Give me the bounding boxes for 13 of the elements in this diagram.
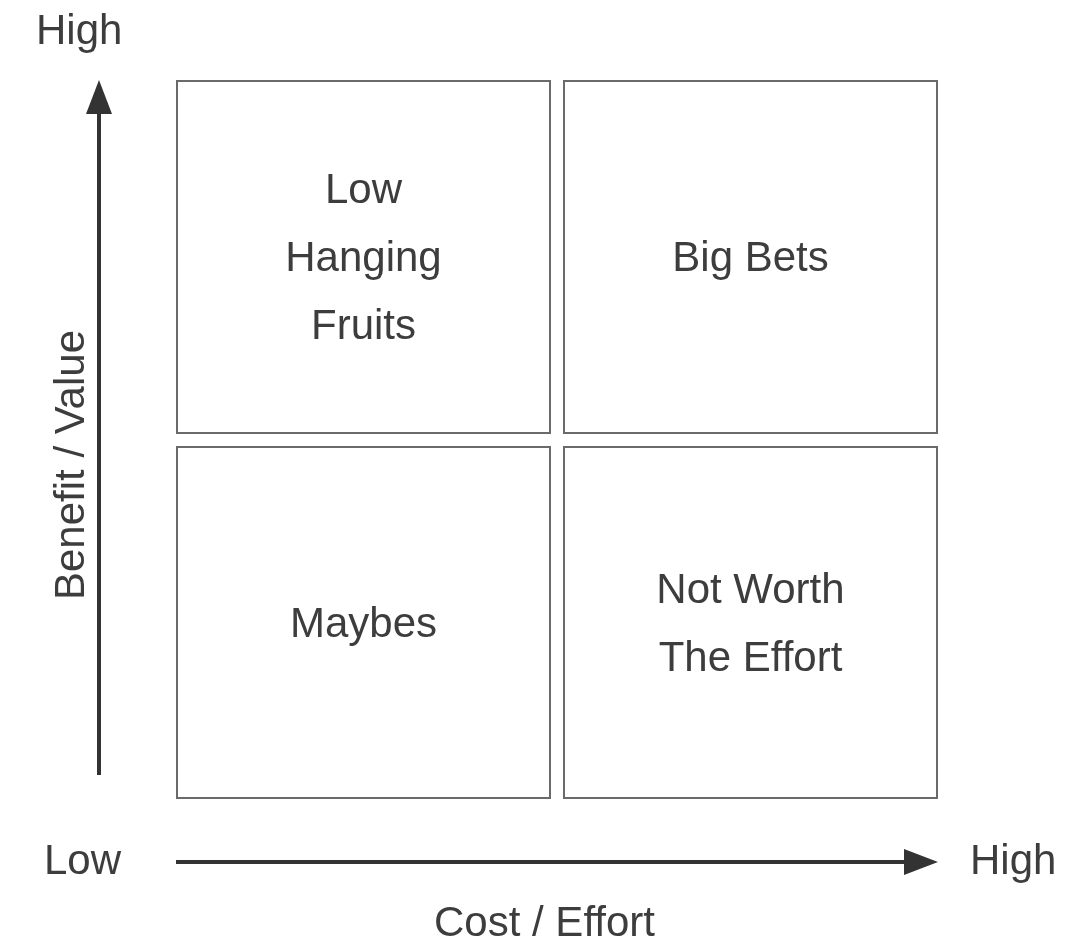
axis-title: Benefit / Value: [45, 328, 94, 603]
axis-label: Low: [44, 835, 122, 885]
quadrant-box: [563, 80, 938, 434]
quadrant-box: [176, 80, 551, 434]
axis-label: High: [36, 5, 123, 55]
axis-label: Cost / Effort: [434, 897, 655, 947]
quadrant-label: Big Bets: [672, 232, 829, 282]
quadrant-label: Maybes: [289, 597, 438, 648]
quadrant-box: [563, 446, 938, 799]
axis-label: High: [970, 835, 1057, 885]
quadrant-label: Not Worth The Effort: [655, 563, 846, 682]
quadrant-box: [176, 446, 551, 799]
quadrant-label: Low Hanging Fruits: [284, 164, 443, 350]
